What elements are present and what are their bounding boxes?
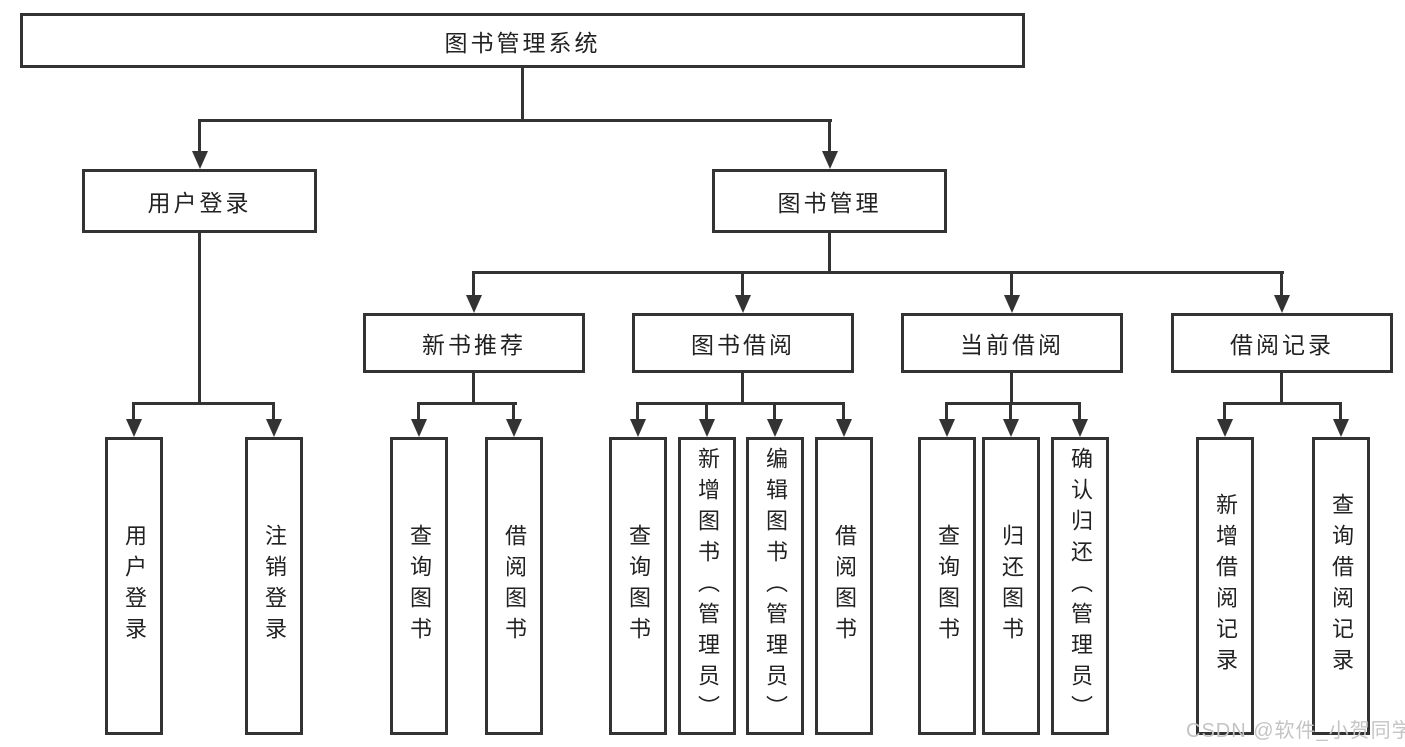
connector-line [1339, 402, 1342, 424]
arrow-down-icon [836, 419, 852, 437]
connector-line [636, 402, 639, 424]
connector-line [417, 402, 420, 424]
connector-line [198, 119, 201, 155]
connector-line [945, 402, 948, 424]
node-book-borrowing: 图书借阅 [632, 313, 854, 373]
node-label: 注销登录 [262, 524, 287, 648]
node-label: 新增借阅记录 [1213, 493, 1238, 679]
leaf-query-books-borrowing: 查询图书 [609, 437, 667, 735]
node-label: 新增图书（管理员） [695, 446, 720, 726]
connector-line [132, 402, 135, 424]
connector-line [132, 402, 275, 405]
node-label: 用户登录 [122, 524, 147, 648]
node-label: 当前借阅 [960, 332, 1064, 358]
arrow-down-icon [266, 419, 282, 437]
connector-line [705, 402, 708, 424]
arrow-down-icon [192, 151, 208, 169]
node-borrowing-records: 借阅记录 [1171, 313, 1393, 373]
leaf-confirm-return-admin: 确认归还（管理员） [1051, 437, 1109, 735]
arrow-down-icon [1004, 295, 1020, 313]
connector-line [741, 371, 744, 405]
node-label: 查询借阅记录 [1329, 493, 1354, 679]
arrow-down-icon [699, 419, 715, 437]
connector-line [272, 402, 275, 424]
leaf-add-book-admin: 新增图书（管理员） [678, 437, 736, 735]
node-label: 图书管理 [777, 190, 882, 216]
connector-line [472, 271, 1284, 274]
arrow-down-icon [822, 151, 838, 169]
arrow-down-icon [1003, 419, 1019, 437]
arrow-down-icon [411, 419, 427, 437]
node-user-login: 用户登录 [82, 169, 317, 233]
arrow-down-icon [939, 419, 955, 437]
node-label: 查询图书 [407, 524, 432, 648]
leaf-query-books-current: 查询图书 [918, 437, 976, 735]
node-label: 查询图书 [935, 524, 960, 648]
connector-line [1223, 402, 1342, 405]
leaf-return-book: 归还图书 [982, 437, 1040, 735]
connector-line [773, 402, 776, 424]
connector-line [198, 233, 201, 405]
node-label: 编辑图书（管理员） [763, 446, 788, 726]
csdn-watermark: CSDN @软件_小贺同学 [1186, 720, 1405, 742]
leaf-query-borrow-record: 查询借阅记录 [1312, 437, 1370, 735]
node-label: 查询图书 [626, 524, 651, 648]
arrow-down-icon [1333, 419, 1349, 437]
arrow-down-icon [1274, 295, 1290, 313]
leaf-borrow-books-borrowing: 借阅图书 [815, 437, 873, 735]
connector-line [828, 119, 831, 155]
leaf-add-borrow-record: 新增借阅记录 [1196, 437, 1254, 735]
arrow-down-icon [630, 419, 646, 437]
connector-line [741, 271, 744, 299]
node-label: 图书管理系统 [444, 29, 601, 56]
arrow-down-icon [126, 419, 142, 437]
node-label: 新书推荐 [422, 332, 526, 358]
connector-line [945, 402, 1081, 405]
leaf-borrow-books-recommend: 借阅图书 [485, 437, 543, 735]
connector-line [828, 233, 831, 274]
node-current-borrowing: 当前借阅 [901, 313, 1123, 373]
connector-line [198, 119, 832, 122]
connector-line [842, 402, 845, 424]
leaf-logout: 注销登录 [245, 437, 303, 735]
leaf-query-books-recommend: 查询图书 [390, 437, 448, 735]
arrow-down-icon [767, 419, 783, 437]
connector-line [1078, 402, 1081, 424]
node-new-book-recommend: 新书推荐 [363, 313, 585, 373]
connector-line [472, 271, 475, 299]
connector-line [1280, 371, 1283, 405]
connector-line [512, 402, 515, 424]
node-label: 确认归还（管理员） [1068, 446, 1093, 726]
node-label: 图书借阅 [691, 332, 795, 358]
arrow-down-icon [1072, 419, 1088, 437]
connector-line [636, 402, 845, 405]
node-label: 借阅图书 [832, 524, 857, 648]
leaf-edit-book-admin: 编辑图书（管理员） [746, 437, 804, 735]
connector-line [472, 371, 475, 405]
arrow-down-icon [506, 419, 522, 437]
connector-line [521, 67, 524, 122]
leaf-user-login: 用户登录 [105, 437, 163, 735]
node-label: 归还图书 [999, 524, 1024, 648]
node-book-management: 图书管理 [712, 169, 947, 233]
node-label: 借阅图书 [502, 524, 527, 648]
node-root-library-system: 图书管理系统 [20, 13, 1025, 68]
node-label: 用户登录 [147, 190, 252, 216]
connector-line [1009, 402, 1012, 424]
connector-line [1280, 271, 1283, 299]
arrow-down-icon [466, 295, 482, 313]
connector-line [1010, 271, 1013, 299]
node-label: 借阅记录 [1230, 332, 1334, 358]
connector-line [1010, 371, 1013, 405]
connector-line [417, 402, 517, 405]
arrow-down-icon [735, 295, 751, 313]
arrow-down-icon [1217, 419, 1233, 437]
connector-line [1223, 402, 1226, 424]
